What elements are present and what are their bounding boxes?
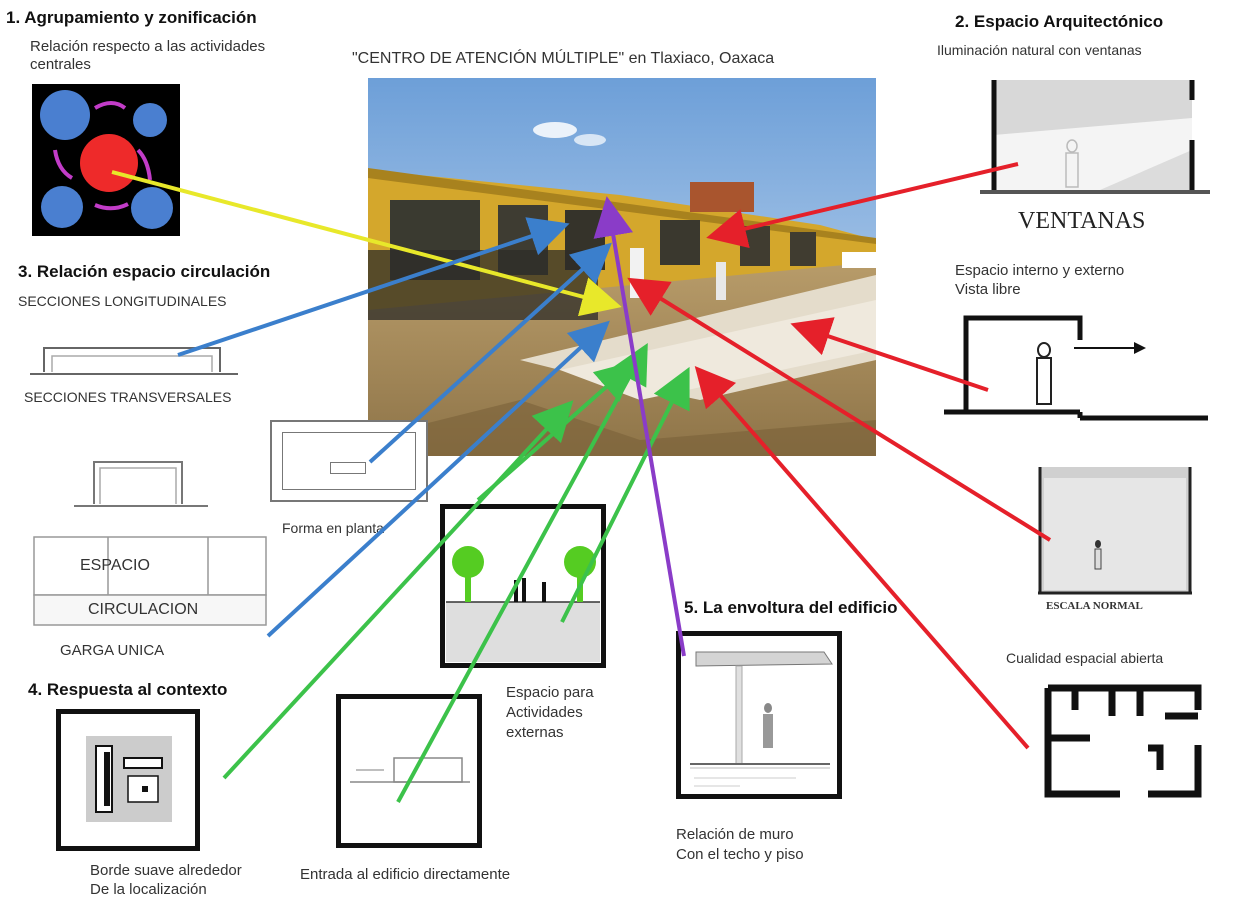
central-activity-circle: [80, 134, 138, 192]
section2-heading: 2. Espacio Arquitectónico: [955, 12, 1164, 31]
forma-planta-label: Forma en planta: [282, 520, 384, 536]
zoning-arrow: [111, 170, 622, 317]
section2-subtitle: Iluminación natural con ventanas: [937, 42, 1142, 58]
section5-heading: 5. La envoltura del edificio: [684, 598, 898, 617]
actividades-line1: Espacio para: [506, 684, 594, 701]
space-arrow: [694, 365, 1030, 750]
space-arrow: [627, 277, 1052, 542]
circulation-arrow: [266, 320, 610, 638]
relacion-muro-line1: Relación de muro: [676, 826, 794, 843]
circulation-arrow: [177, 217, 570, 357]
section1-heading: 1. Agrupamiento y zonificación: [6, 8, 257, 27]
interior-exterior-line2: Vista libre: [955, 281, 1021, 298]
espacio-label: ESPACIO: [80, 557, 150, 574]
section3-heading: 3. Relación espacio circulación: [18, 262, 271, 281]
space-arrow: [706, 162, 1019, 249]
section4-heading: 4. Respuesta al contexto: [28, 680, 228, 699]
activity-circle: [40, 90, 90, 140]
entrance-section-box: [336, 694, 482, 848]
borde-suave-line1: Borde suave alrededor: [90, 862, 242, 879]
longitudinal-sections-label: SECCIONES LONGITUDINALES: [18, 293, 227, 309]
context-arrow: [560, 366, 690, 623]
activity-circle: [131, 187, 173, 229]
space-arrow: [790, 317, 989, 392]
borde-suave-line2: De la localización: [90, 881, 207, 898]
actividades-line3: externas: [506, 724, 564, 741]
activity-circle: [41, 186, 83, 228]
relacion-muro-line2: Con el techo y piso: [676, 846, 804, 863]
context-arrow: [396, 342, 648, 803]
ventanas-label: VENTANAS: [1018, 208, 1146, 234]
tree-icon: [452, 546, 484, 578]
entrada-label: Entrada al edificio directamente: [300, 866, 511, 883]
transversal-sections-label: SECCIONES TRANSVERSALES: [24, 389, 232, 405]
main-title: "CENTRO DE ATENCIÓN MÚLTIPLE" en Tlaxiac…: [352, 50, 775, 67]
crujia-label: GARGA UNICA: [60, 642, 165, 659]
context-arrow: [476, 360, 637, 502]
context-arrow: [222, 400, 574, 780]
section1-subtitle-line1: Relación respecto a las actividades: [30, 38, 266, 55]
envelope-arrow: [593, 196, 686, 657]
interior-exterior-line1: Espacio interno y externo: [955, 262, 1125, 279]
circulation-arrow: [368, 242, 612, 464]
section1-subtitle-line2: centrales: [30, 56, 91, 73]
circulacion-label: CIRCULACION: [88, 601, 199, 618]
activity-circle: [133, 103, 167, 137]
escala-normal-label: ESCALA NORMAL: [1046, 600, 1143, 612]
actividades-line2: Actividades: [506, 704, 583, 721]
cualidad-espacial-label: Cualidad espacial abierta: [1006, 650, 1164, 666]
plan-detail: [330, 462, 366, 474]
